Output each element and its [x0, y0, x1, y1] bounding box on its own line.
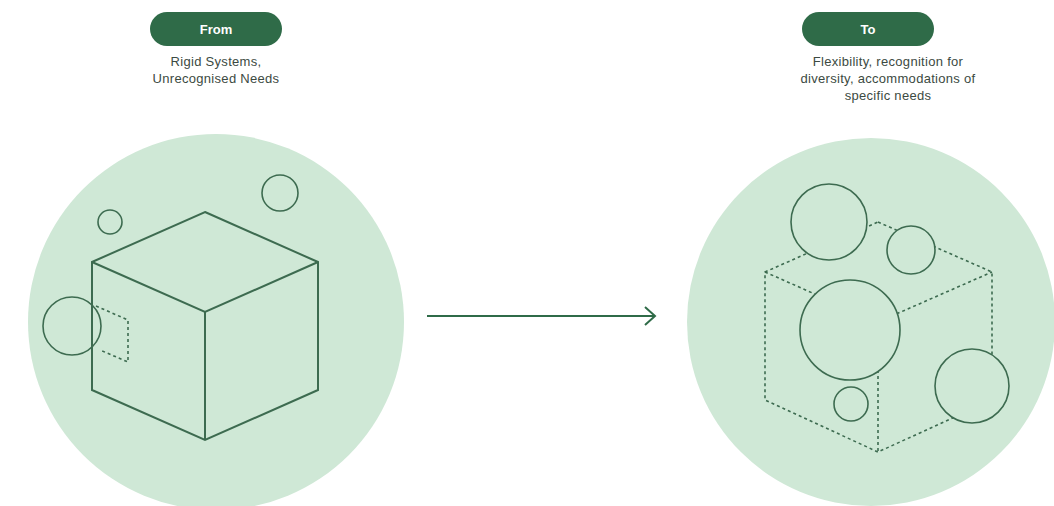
subtitle-text: Rigid Systems, Unrecognised Needs	[150, 53, 282, 87]
background-circle	[687, 138, 1054, 506]
label-pill: From	[150, 12, 282, 46]
diverse-circles	[791, 184, 1009, 423]
transition-arrow	[427, 307, 655, 325]
rigid-cube	[92, 212, 318, 440]
background-circle	[28, 134, 404, 506]
needs-circles	[43, 175, 298, 362]
subtitle-text: Flexibility, recognition for diversity, …	[799, 53, 977, 104]
pill-text: To	[861, 22, 876, 37]
label-pill: To	[802, 12, 934, 46]
pill-text: From	[200, 22, 233, 37]
